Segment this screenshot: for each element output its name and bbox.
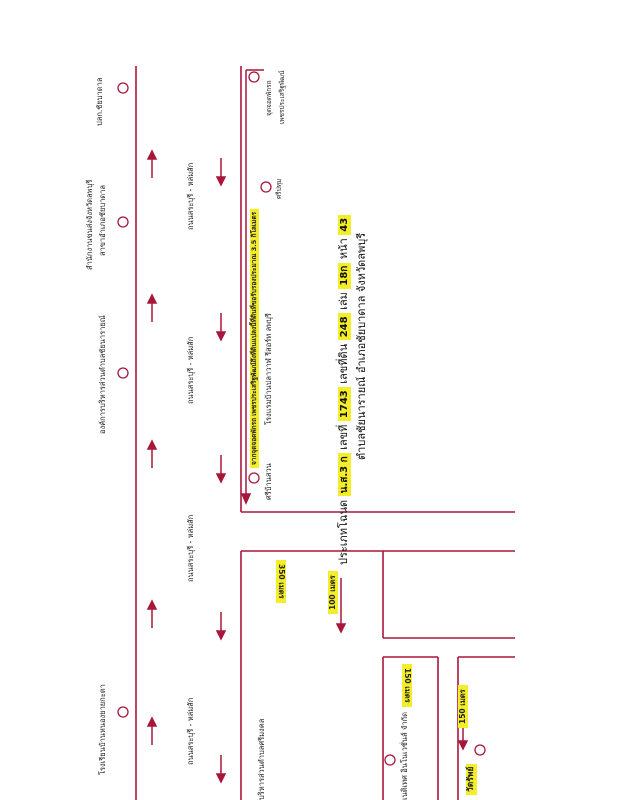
distance-350: 350 เมตร xyxy=(276,560,286,603)
deed-no-label: เลขที่ xyxy=(337,424,350,450)
deed-type-value: น.ส.3 ก xyxy=(338,453,351,497)
distance-150b: 150 เมตร xyxy=(458,685,468,728)
deed-book-value: 18ก xyxy=(338,262,351,289)
deed-page-value: 43 xyxy=(338,214,351,235)
place-p1: ปลก.ชัยบาดาล xyxy=(95,77,104,126)
deed-page-label: หน้า xyxy=(337,238,350,260)
place-p4: โรงเรียนบ้านหนองยายกะตา xyxy=(98,684,107,775)
distance-150a: 150 เมตร xyxy=(402,664,412,707)
place-p11a: จุดจอดพักรถ xyxy=(265,80,273,116)
deed-land-label: เลขที่ดิน xyxy=(337,343,350,384)
place-p7: ศรีปทุม xyxy=(275,178,283,199)
marker-p2 xyxy=(117,216,129,228)
place-p10: โรงแรมบ้านปลาวาฬ รีสอร์ท ลพบุรี xyxy=(264,313,273,425)
road-label-4: ถนนสระบุรี - หล่มสัก xyxy=(186,697,195,765)
deed-type-label: ประเภทโฉนด xyxy=(337,499,350,565)
marker-p1 xyxy=(117,82,129,94)
route-highlight-label: จากจุดจอดพักรถ เพชรประเสริฐพัฒน์ถึงที่ดิ… xyxy=(250,208,259,468)
deed-book-label: เล่ม xyxy=(337,292,350,310)
deed-line-1: ประเภทโฉนด น.ส.3 ก เลขที่ 1743 เลขที่ดิน… xyxy=(337,214,351,565)
place-p2b: สาขาอำเภอชัยบาดาล xyxy=(98,185,107,256)
place-p3: องค์การบริหารส่วนตำบลชัยนารายณ์ xyxy=(98,315,107,434)
place-p2a: สำนักงานขนส่งจังหวัดลพบุรี xyxy=(85,179,94,270)
deed-no-value: 1743 xyxy=(338,387,351,422)
road-label-2: ถนนสระบุรี - หล่มสัก xyxy=(186,336,195,404)
marker-p8 xyxy=(474,744,486,756)
marker-p4 xyxy=(117,706,129,718)
place-p9: ศรีบ้านสวน xyxy=(264,463,273,500)
road-label-1: ถนนสระบุรี - หล่มสัก xyxy=(186,162,195,230)
marker-p9 xyxy=(248,472,260,484)
deed-land-value: 248 xyxy=(338,313,351,341)
road-label-3: ถนนสระบุรี - หล่มสัก xyxy=(186,514,195,582)
place-p11b: เพชรประเสริฐพัฒน์ xyxy=(278,70,286,124)
place-p6: เนติเทศ อินโนเวชั่นส์ จำกัด xyxy=(400,712,409,800)
place-p8: วัดรัพย์ xyxy=(466,763,477,795)
marker-p3 xyxy=(117,367,129,379)
deed-location: ตำบลชัยนารายณ์ อำเภอชัยบาดาล จังหวัดลพบุ… xyxy=(355,232,368,460)
place-p5: บริหารส่วนตำบลศรีมงคล xyxy=(257,718,266,800)
distance-100: 100 เมตร xyxy=(328,571,338,614)
marker-p6 xyxy=(384,754,396,766)
marker-p11 xyxy=(248,71,260,83)
marker-p7 xyxy=(260,181,272,193)
